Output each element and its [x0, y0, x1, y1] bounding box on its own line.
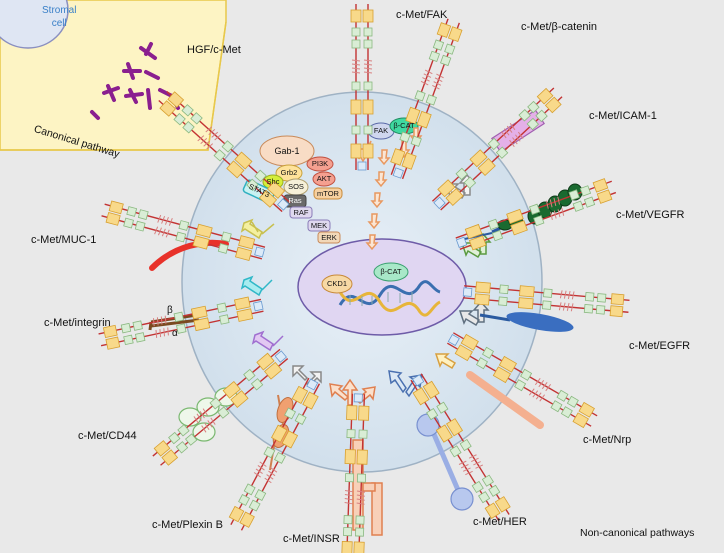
pi3k-protein [306, 156, 334, 172]
mek-protein [307, 219, 331, 232]
muc1-shape [149, 239, 229, 271]
receptor-label-beta-catenin: c-Met/β-catenin [521, 21, 598, 33]
receptor-label-cd44: c-Met/CD44 [78, 430, 137, 442]
stromal-cell-label: Stromal cell [42, 5, 77, 29]
receptor-beta-catenin [390, 18, 463, 180]
receptor-hgf-cmet [158, 91, 291, 213]
receptor-insr [341, 393, 370, 553]
receptor-label-integrin: c-Met/integrin [44, 317, 111, 329]
grb2-label: Grb2 [280, 168, 298, 177]
integrin-beta-label: β [167, 305, 173, 316]
receptor-label-egfr: c-Met/EGFR [629, 340, 691, 352]
receptor-label-insr: c-Met/INSR [283, 533, 340, 545]
receptor-nrp [447, 332, 598, 429]
nuclear-bcat-protein [373, 262, 409, 282]
receptor-icam1 [431, 87, 563, 211]
nucleus [297, 238, 467, 336]
receptor-label-muc1: c-Met/MUC-1 [31, 234, 97, 246]
stromal-cell [0, 0, 69, 49]
mek-label: MEK [310, 221, 328, 230]
fak-label: FAK [373, 126, 389, 135]
receptor-plexin-b [228, 377, 321, 531]
receptor-her [410, 373, 511, 522]
akt-protein [312, 171, 336, 187]
integrin-alpha-label: α [172, 328, 178, 339]
erk-label: ERK [321, 233, 337, 242]
receptor-fak [350, 4, 374, 171]
receptor-label-vegfr: c-Met/VEGFR [616, 209, 685, 221]
shc-label: Shc [266, 177, 280, 186]
nucleus-ckd1-label: CKD1 [326, 279, 347, 288]
receptor-label-fak: c-Met/FAK [396, 9, 448, 21]
receptor-integrin [98, 296, 264, 350]
raf-protein [289, 206, 313, 219]
raf-label: RAF [293, 208, 309, 217]
erk-protein [317, 231, 341, 244]
ras-label: Ras [288, 196, 302, 205]
receptor-label-nrp: c-Met/Nrp [583, 434, 632, 446]
akt-label: AKT [316, 174, 332, 183]
hgf-cmet-label: HGF/c-Met [187, 44, 241, 56]
receptor-egfr [462, 281, 630, 318]
receptor-label-her: c-Met/HER [473, 516, 527, 528]
receptor-muc1 [101, 200, 266, 261]
receptor-label-icam1: c-Met/ICAM-1 [589, 110, 657, 122]
gab1-label: Gab-1 [274, 146, 300, 156]
receptor-label-plexin-b: c-Met/Plexin B [152, 519, 223, 531]
mtor-protein [313, 187, 343, 200]
bcat-label: β-CAT [393, 121, 415, 130]
non-canonical-label: Non-canonical pathways [580, 527, 695, 539]
receptor-cd44 [152, 348, 289, 466]
mtor-label: mTOR [317, 189, 339, 198]
dna-helix [338, 280, 441, 317]
sos-label: SOS [288, 182, 304, 191]
receptor-vegfr [455, 178, 617, 251]
pi3k-label: PI3K [311, 159, 329, 168]
nucleus-bcat-label: β-CAT [380, 267, 402, 276]
receptor-layer [98, 4, 630, 553]
ckd1-protein [321, 274, 353, 294]
